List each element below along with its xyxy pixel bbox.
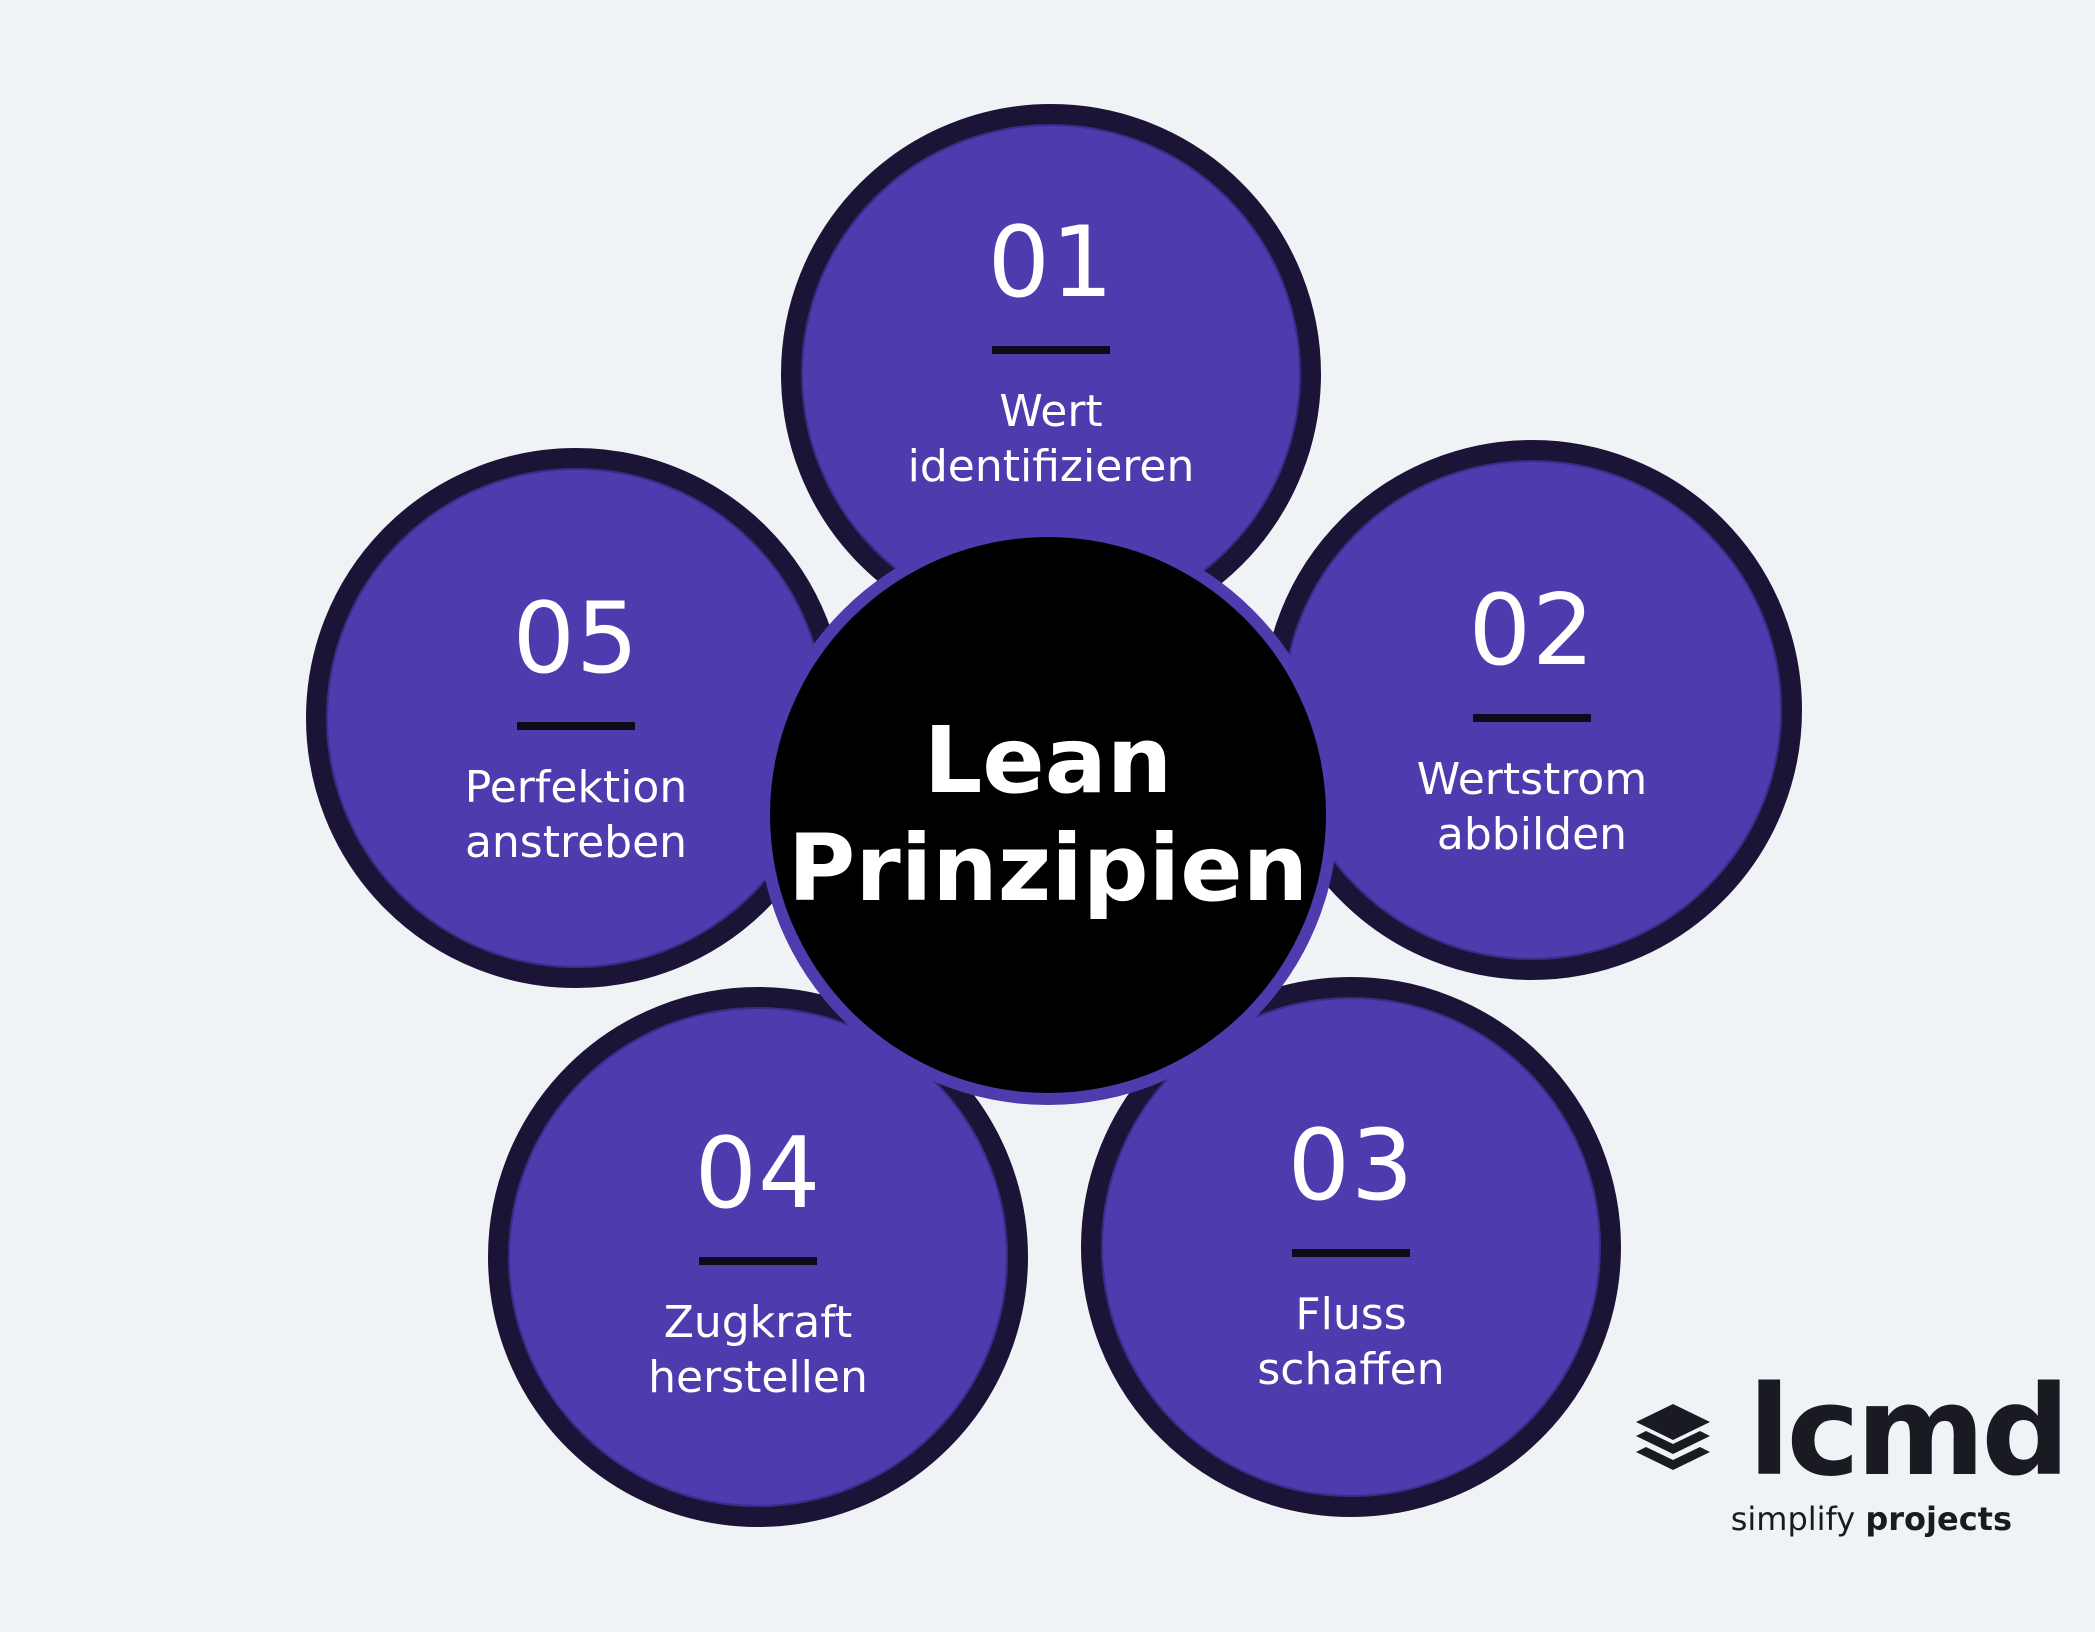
petal-label: Wert identifizieren (871, 384, 1231, 494)
petal-01-content: 01 Wert identifizieren (871, 214, 1231, 494)
petal-03-content: 03 Fluss schaffen (1171, 1117, 1531, 1397)
petal-label-line: Fluss (1295, 1289, 1407, 1340)
center-title: Lean Prinzipien (770, 537, 1326, 1093)
petal-04-content: 04 Zugkraft herstellen (578, 1125, 938, 1405)
center-title-line: Prinzipien (787, 815, 1309, 922)
petal-label: Perfektion anstreben (396, 760, 756, 870)
petal-label-line: Zugkraft (663, 1297, 853, 1348)
petal-label-line: Wertstrom (1416, 754, 1648, 805)
petal-number: 04 (694, 1117, 822, 1231)
center-title-line: Lean (923, 707, 1173, 814)
center-circle: Lean Prinzipien (758, 525, 1338, 1105)
petal-05: 05 Perfektion anstreben (306, 448, 846, 988)
petal-label-line: identifizieren (907, 441, 1195, 492)
petal-label-line: Wert (999, 386, 1103, 437)
petal-divider (517, 722, 635, 730)
petal-label-line: anstreben (464, 817, 688, 868)
petal-02: 02 Wertstrom abbilden (1262, 440, 1802, 980)
petal-label: Wertstrom abbilden (1352, 752, 1712, 862)
petal-number: 02 (1468, 574, 1596, 688)
petal-divider (1292, 1249, 1410, 1257)
petal-label-line: Perfektion (464, 762, 688, 813)
petal-divider (699, 1257, 817, 1265)
petal-label-line: schaffen (1257, 1344, 1445, 1395)
petal-label-line: herstellen (648, 1352, 868, 1403)
petal-number: 01 (987, 206, 1115, 320)
petal-label-line: abbilden (1436, 809, 1628, 860)
logo-tagline-regular: simplify (1730, 1500, 1856, 1538)
logo-tagline: simplify projects (1731, 1500, 2012, 1538)
petal-number: 05 (512, 582, 640, 696)
logo-tagline-bold: projects (1865, 1500, 2012, 1538)
petal-label: Fluss schaffen (1171, 1287, 1531, 1397)
logo-wordmark: lcmd (1748, 1360, 2070, 1504)
brand-logo: lcmd simplify projects (1630, 1370, 2070, 1550)
petal-label: Zugkraft herstellen (578, 1295, 938, 1405)
stacked-layers-icon (1636, 1404, 1710, 1470)
petal-05-content: 05 Perfektion anstreben (396, 590, 756, 870)
petal-02-content: 02 Wertstrom abbilden (1352, 582, 1712, 862)
petal-divider (992, 346, 1110, 354)
petal-number: 03 (1287, 1109, 1415, 1223)
petal-divider (1473, 714, 1591, 722)
